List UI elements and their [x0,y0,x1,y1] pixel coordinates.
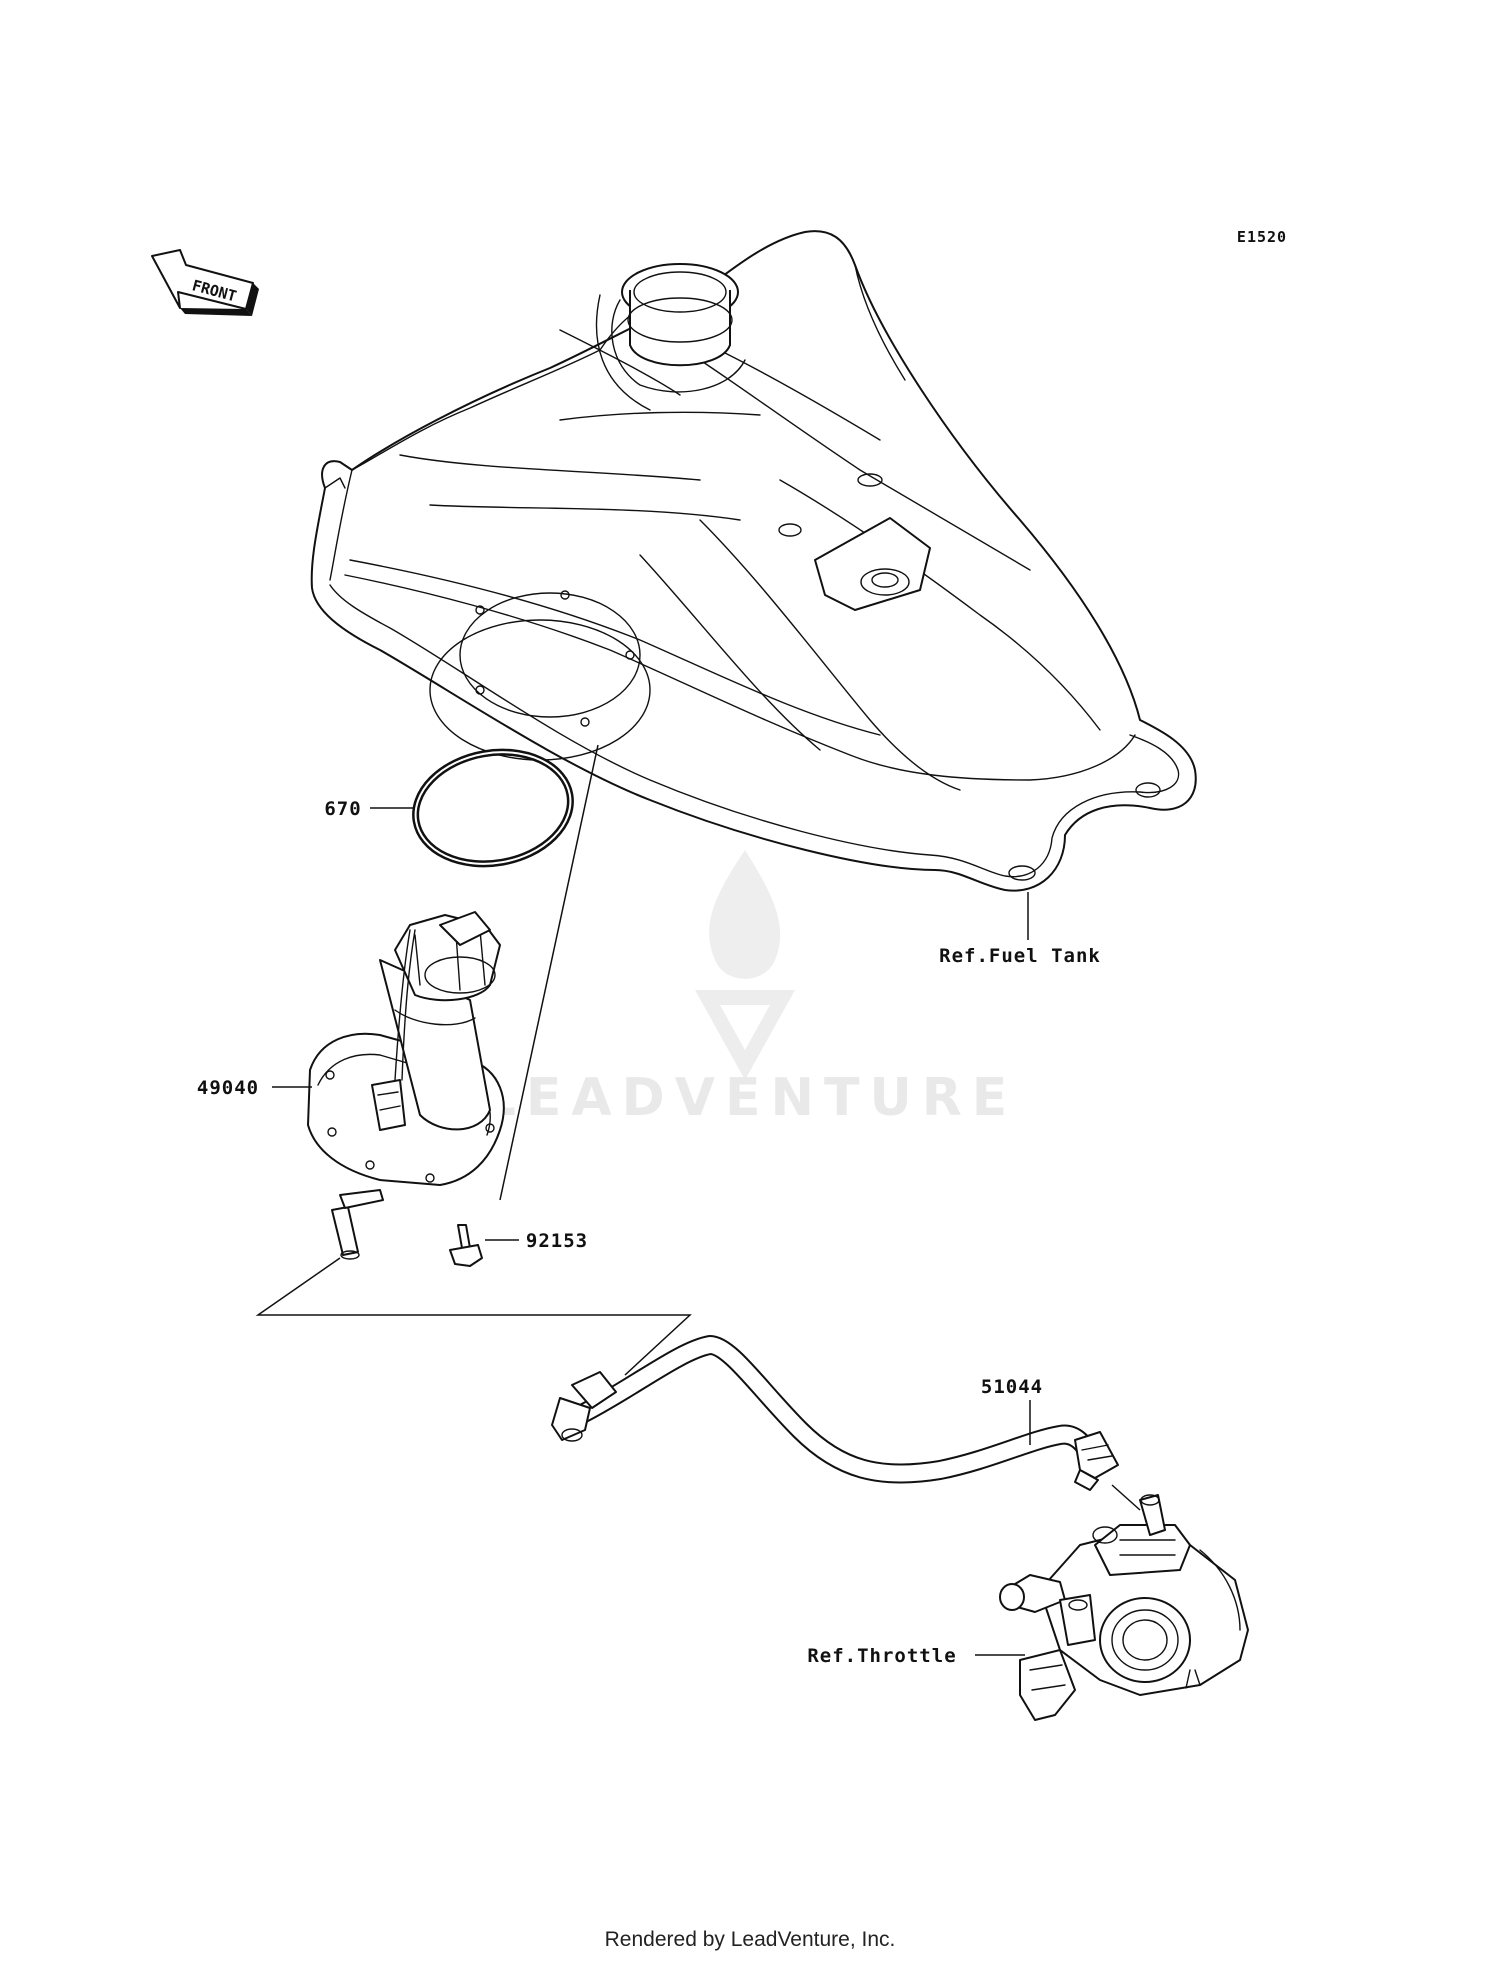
callout-51044: 51044 [981,1376,1043,1398]
mount-hole [778,523,802,537]
watermark-flame-logo [709,850,781,979]
callout-92153: 92153 [526,1230,588,1252]
mount-hole [857,473,883,487]
pump-opening [459,592,641,718]
fuel-hose [551,1335,1119,1491]
gasket-o-ring [412,748,574,868]
diagram-code: E1520 [1237,228,1287,246]
watermark-text: LEADVENTURE [483,1068,1018,1128]
callout-670: 670 [324,798,361,820]
watermark-v-logo [695,990,795,1080]
filler-cap [595,263,746,411]
ref-throttle-label: Ref.Throttle [807,1645,956,1667]
ref-fuel-tank-label: Ref.Fuel Tank [939,945,1101,967]
watermark: LEADVENTURE [483,850,1018,1128]
fuel-pump-assembly [307,911,505,1260]
throttle-body [999,1494,1249,1721]
callout-49040: 49040 [197,1077,259,1099]
fuel-tank [310,230,1197,892]
front-arrow-icon: FRONT [151,249,259,316]
bolt [449,1224,483,1267]
footer-credit: Rendered by LeadVenture, Inc. [605,1928,896,1951]
